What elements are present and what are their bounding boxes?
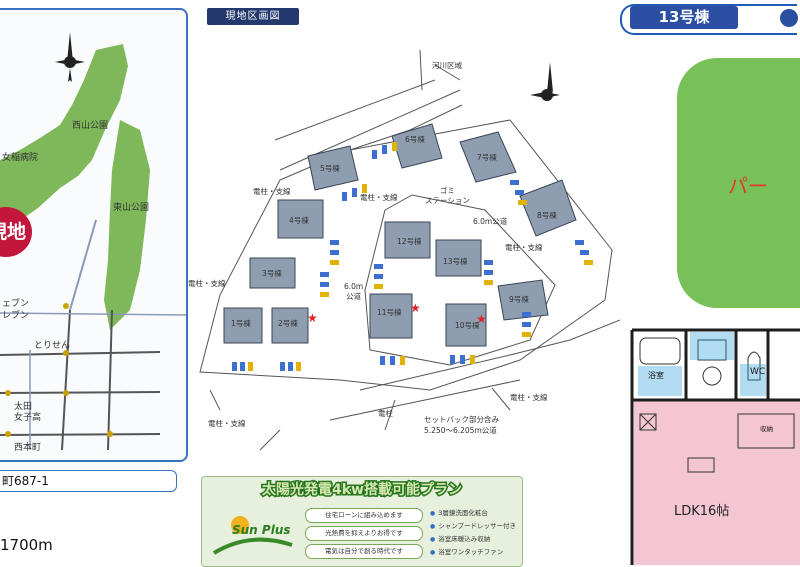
- torisen-label: とりせん: [34, 341, 71, 351]
- lot-13: [435, 239, 482, 277]
- lot-label-7: 7号棟: [477, 153, 497, 162]
- setback-road-label: セットバック部分含み 5.250～6.205m公道: [424, 415, 499, 435]
- lot-7: [459, 131, 517, 183]
- floor-plan: [630, 328, 800, 565]
- compass-icon: [55, 32, 85, 82]
- storage-label: 収納: [760, 425, 773, 433]
- park-label: パー: [728, 174, 768, 198]
- pole-label-center: 電柱・支線: [360, 193, 398, 202]
- sunplus-logo-text: Sun Plus: [232, 523, 291, 537]
- park-area-west: [0, 44, 128, 230]
- lot-label-1: 1号棟: [231, 319, 251, 328]
- pole-label-se: 電柱・支線: [510, 393, 548, 402]
- lot-1: [223, 307, 263, 344]
- highlight-stars: ★ ★ ★: [307, 301, 487, 326]
- park-area-east: [104, 120, 150, 330]
- site-plan-drawing: ★ ★ ★: [199, 50, 620, 451]
- wc-label: WC: [750, 367, 766, 377]
- feature-3: 浴室床暖込み収納: [430, 533, 490, 543]
- area-map-drawing: [0, 32, 186, 451]
- lot-3: [249, 257, 296, 289]
- site-compass-icon: [530, 62, 560, 101]
- hospital-label: 女稲病院: [2, 153, 39, 163]
- svg-text:★: ★: [410, 301, 421, 315]
- park-label-nishiyama: 西山公園: [72, 121, 109, 131]
- sunplus-logo: Sun Plus: [210, 505, 296, 561]
- feature-2: シャンプードレッサー付き: [430, 520, 516, 530]
- benefit-1: 住宅ローンに組み込めます: [305, 508, 423, 523]
- lot-label-5: 5号棟: [320, 164, 340, 173]
- solar-banner-title: 太陽光発電4kw搭載可能プラン: [261, 481, 464, 500]
- lot-label-3: 3号棟: [262, 269, 282, 278]
- feature-4: 浴室ワンタッチファン: [430, 546, 503, 556]
- lot-label-4: 4号棟: [289, 216, 309, 225]
- lot-label-10: 10号棟: [455, 321, 480, 330]
- lot-label-8: 8号棟: [537, 211, 557, 220]
- lot-8: [519, 179, 577, 237]
- building-title: 13号棟: [630, 6, 738, 29]
- distance-text: 1700m: [0, 536, 53, 554]
- benefit-2: 光熱費を抑えよりお得です: [305, 526, 423, 541]
- lot-label-11: 11号棟: [377, 308, 402, 317]
- pole-label-east: 電柱・支線: [505, 243, 543, 252]
- title-bullet-icon: [780, 9, 798, 27]
- solar-plan-banner: 太陽光発電4kw搭載可能プラン Sun Plus 住宅ローンに組み込めます 光熱…: [201, 476, 523, 567]
- lot-9: [497, 279, 549, 321]
- svg-text:★: ★: [476, 312, 487, 326]
- school-label: 太田 女子高: [14, 402, 42, 423]
- river-area-label: 河川区域: [432, 61, 462, 70]
- address-box: 町687-1: [0, 470, 177, 492]
- lot-11: [369, 293, 413, 339]
- pole-label-nw: 電柱・支線: [253, 187, 291, 196]
- garbage-station-label: ゴミ ステーション: [425, 186, 470, 205]
- lot-2: [271, 307, 309, 344]
- lot-10: [445, 303, 487, 347]
- park-label-higashiyama: 東山公園: [113, 203, 150, 213]
- lot-12: [384, 221, 431, 259]
- lot-4: [277, 199, 324, 239]
- site-plan-title: 現地区画図: [207, 8, 299, 25]
- ldk-label: LDK16帖: [674, 504, 730, 519]
- lot-label-9: 9号棟: [509, 295, 529, 304]
- town-label: 西本町: [14, 443, 42, 453]
- pole-label-sw: 電柱・支線: [208, 419, 246, 428]
- lot-6: [391, 123, 443, 169]
- pole-label-s: 電柱: [378, 409, 393, 418]
- lot-label-6: 6号棟: [405, 135, 425, 144]
- convenience-store-label: ェブン レブン: [2, 299, 30, 321]
- feature-1: 3層鏡洗面化粧台: [430, 507, 488, 517]
- park-area-right: [677, 58, 800, 308]
- road-width-label-north: 6.0m公道: [473, 217, 508, 226]
- road-width-label-west: 6.0m 公道: [344, 282, 364, 301]
- lot-label-2: 2号棟: [278, 319, 298, 328]
- svg-text:★: ★: [307, 311, 318, 325]
- lot-label-12: 12号棟: [397, 237, 422, 246]
- lot-label-13: 13号棟: [443, 257, 468, 266]
- lot-5: [307, 145, 359, 191]
- sun-logo-icon: [212, 516, 293, 555]
- area-map-panel: 西山公園 女稲病院 東山公園 現地 ェブン レブン とりせん 太田 女子高 西本…: [0, 8, 188, 462]
- bath-label: 浴室: [648, 371, 664, 380]
- benefit-3: 電気は自分で創る時代です: [305, 544, 423, 559]
- pole-label-w: 電柱・支線: [188, 279, 226, 288]
